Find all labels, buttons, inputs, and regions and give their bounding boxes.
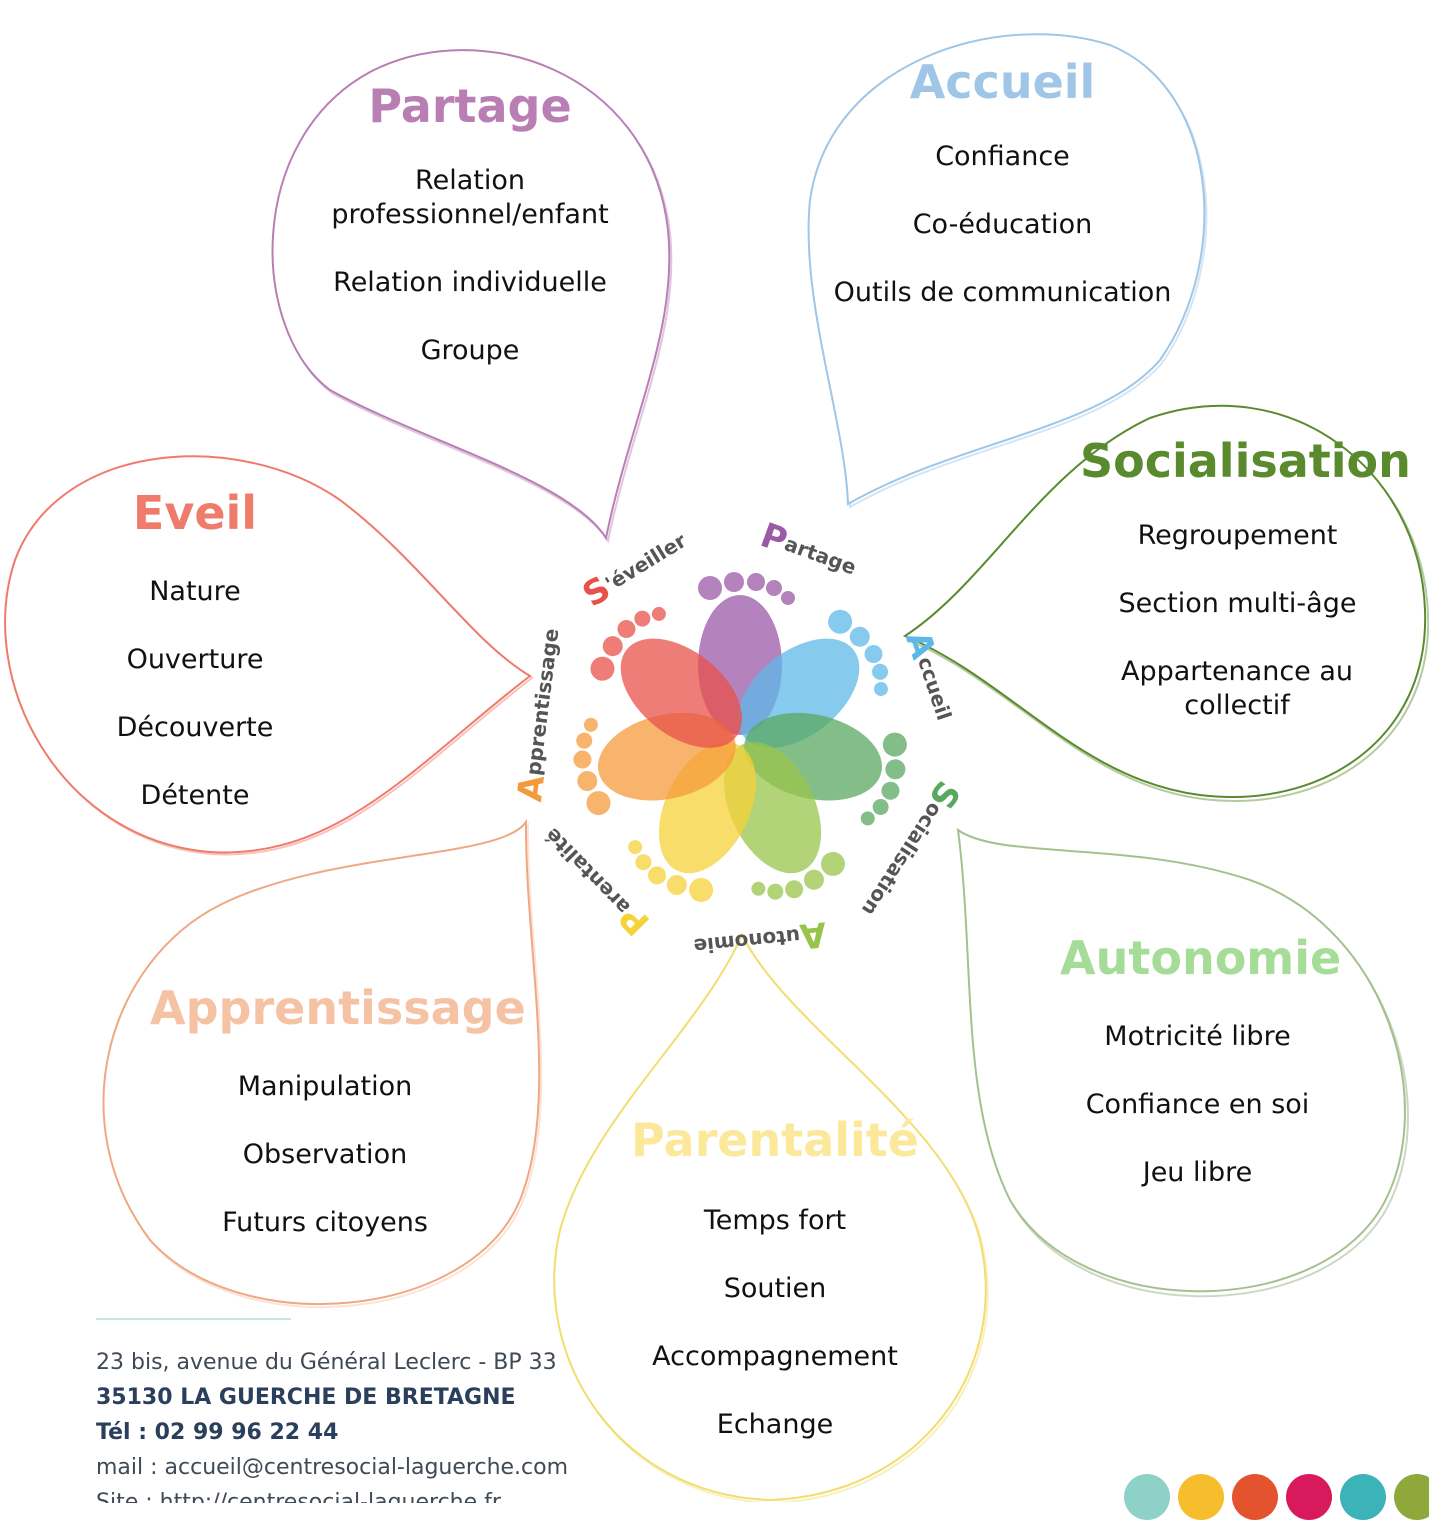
footer-address: 23 bis, avenue du Général Leclerc - BP 3… [96,1350,557,1375]
socialisation-petal [902,404,1429,802]
autonomie-item-1: Motricité libre [1104,1021,1291,1052]
socialisation-box: Socialisation Regroupement Section multi… [1080,433,1411,723]
accueil-item-1: Confiance [935,141,1070,172]
apprentissage-item-2: Observation [242,1139,408,1170]
footer-divider [96,1318,291,1320]
socialisation-item-1: Regroupement [1137,520,1338,551]
autonomie-item-3: Jeu libre [1142,1157,1253,1188]
footer-site[interactable]: Site : http://centresocial-laguerche.fr [96,1490,501,1503]
logo-word-partage: Partage [755,515,862,587]
apprentissage-box: Apprentissage Manipulation Observation F… [150,980,526,1240]
footer-city: 35130 LA GUERCHE DE BRETAGNE [96,1385,516,1410]
partage-petal [271,49,673,544]
parentalite-box: Parentalité Temps fort Soutien Accompagn… [620,1112,930,1442]
autonomie-title: Autonomie [1060,931,1342,985]
parentalite-item-4: Echange [716,1409,834,1440]
logo-word-parentalite: Parentalité [534,818,658,943]
logo-word-apprentissage: Apprentissage [509,626,570,804]
parentalite-item-2: Soutien [723,1273,827,1304]
partage-title: Partage [368,79,572,133]
apprentissage-item-3: Futurs citoyens [222,1207,428,1238]
autonomie-box: Autonomie Motricité libre Confiance en s… [1060,930,1342,1190]
parentalite-item-3: Accompagnement [652,1341,898,1372]
eveil-item-3: Découverte [116,712,274,743]
accueil-item-3: Outils de communication [833,277,1172,308]
eveil-petal [4,455,534,856]
accueil-title: Accueil [909,55,1096,109]
eveil-item-2: Ouverture [126,644,264,675]
footer-mail[interactable]: mail : accueil@centresocial-laguerche.co… [96,1455,569,1480]
autonomie-item-2: Confiance en soi [1085,1089,1310,1120]
brand-dot [1340,1474,1386,1520]
socialisation-item-3: Appartenance au collectif [1120,656,1354,721]
socialisation-item-2: Section multi-âge [1118,588,1357,619]
apprentissage-item-1: Manipulation [237,1071,413,1102]
footer-phone: Tél : 02 99 96 22 44 [96,1420,339,1445]
logo-word-socialisation: Socialisation [851,774,968,925]
partage-item-3: Groupe [420,335,520,366]
brand-dot [1124,1474,1170,1520]
central-logo: PartageAccueilSocialisationAutonomiePare… [509,515,968,967]
contact-footer: 23 bis, avenue du Général Leclerc - BP 3… [96,1345,568,1503]
parentalite-petal [553,932,989,1502]
logo-word-eveiller: S'éveiller [576,521,695,615]
partage-item-1: Relation professionnel/enfant [331,165,609,230]
eveil-box: Eveil Nature Ouverture Découverte Détent… [85,485,305,813]
accueil-petal [807,33,1208,509]
autonomie-petal [956,827,1409,1298]
accueil-box: Accueil Confiance Co-éducation Outils de… [815,54,1190,310]
apprentissage-petal [102,818,543,1309]
partage-item-2: Relation individuelle [333,267,607,298]
parentalite-title: Parentalité [631,1113,919,1167]
eveil-title: Eveil [132,486,258,540]
brand-dot [1394,1474,1429,1520]
socialisation-title: Socialisation [1080,434,1411,488]
parentalite-item-1: Temps fort [703,1205,847,1236]
logo-word-autonomie: Autonomie [692,914,828,967]
accueil-item-2: Co-éducation [912,209,1093,240]
eveil-item-1: Nature [149,576,241,607]
partage-box: Partage Relation professionnel/enfant Re… [290,78,650,368]
footprint-eveiller [590,606,743,748]
brand-dot [1232,1474,1278,1520]
brand-dot [1178,1474,1224,1520]
brand-dot [1286,1474,1332,1520]
apprentissage-title: Apprentissage [150,981,526,1035]
eveil-item-4: Détente [140,780,250,811]
